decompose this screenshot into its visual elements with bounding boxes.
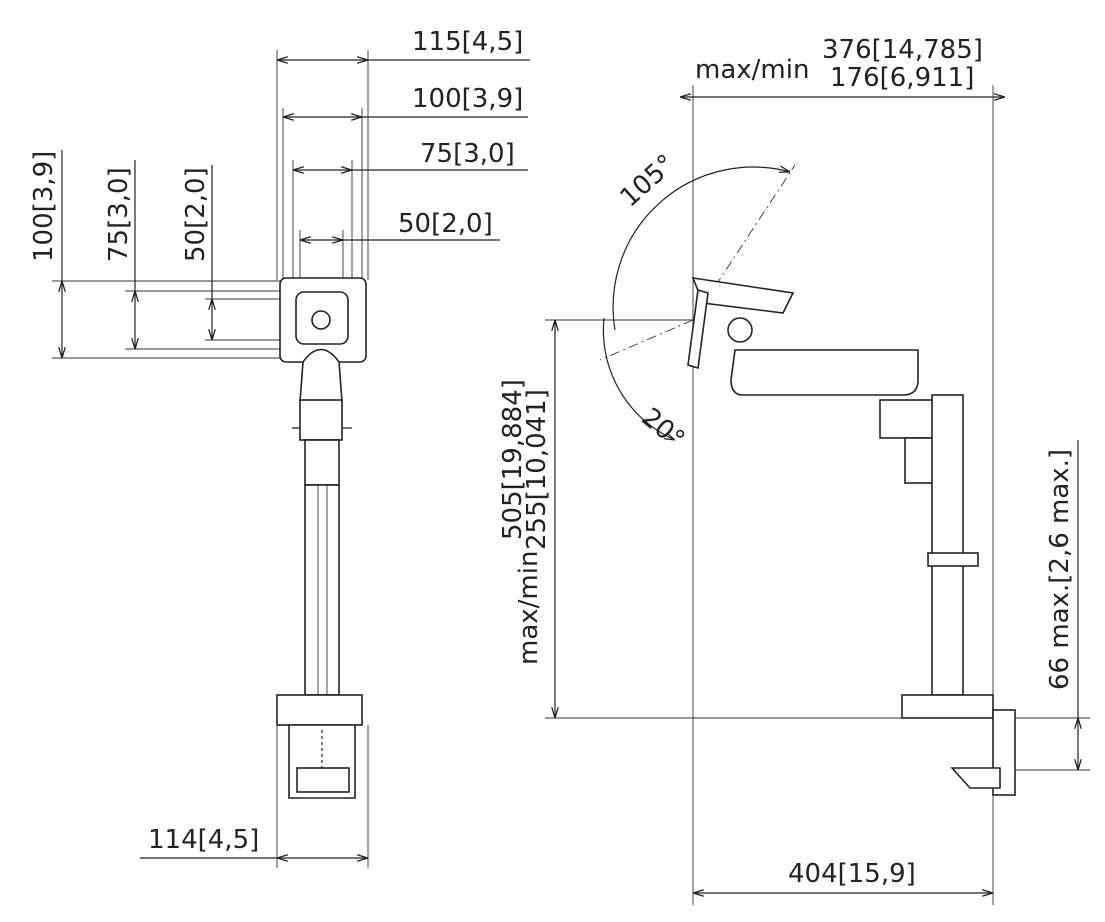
reach-min-label: 176[6,911]	[830, 63, 974, 93]
depth-label: 404[15,9]	[788, 859, 916, 889]
side-pole	[931, 394, 964, 696]
dim-100-h-label: 100[3,9]	[412, 84, 523, 114]
height-min-label: 255[10,041]	[522, 389, 552, 550]
front-view: 115[4,5] 100[3,9] 75[3,0] 50[2,0] 100[3,…	[29, 27, 530, 868]
desk-thickness-label: 66 max.[2,6 max.]	[1045, 449, 1075, 690]
height-max-label: 505[19,884]	[498, 379, 528, 540]
dim-50-v-label: 50[2,0]	[181, 167, 211, 262]
tilt-up-label: 105°	[615, 149, 682, 213]
dim-75-v-label: 75[3,0]	[104, 167, 134, 262]
reach-label: max/min	[695, 55, 809, 85]
reach-max-label: 376[14,785]	[822, 35, 983, 65]
dim-114-label: 114[4,5]	[148, 825, 259, 855]
dim-115-label: 115[4,5]	[412, 27, 523, 57]
arm	[730, 349, 919, 396]
tilt-down-label: 20°	[636, 402, 691, 455]
dim-50-h-label: 50[2,0]	[398, 209, 493, 239]
side-view: max/min 376[14,785] 176[6,911] 404[15,9]…	[498, 35, 1090, 905]
base	[276, 694, 363, 726]
height-label: max/min	[514, 551, 544, 665]
dim-100-v-label: 100[3,9]	[29, 151, 59, 262]
dim-75-h-label: 75[3,0]	[420, 139, 515, 169]
pole	[304, 484, 340, 696]
